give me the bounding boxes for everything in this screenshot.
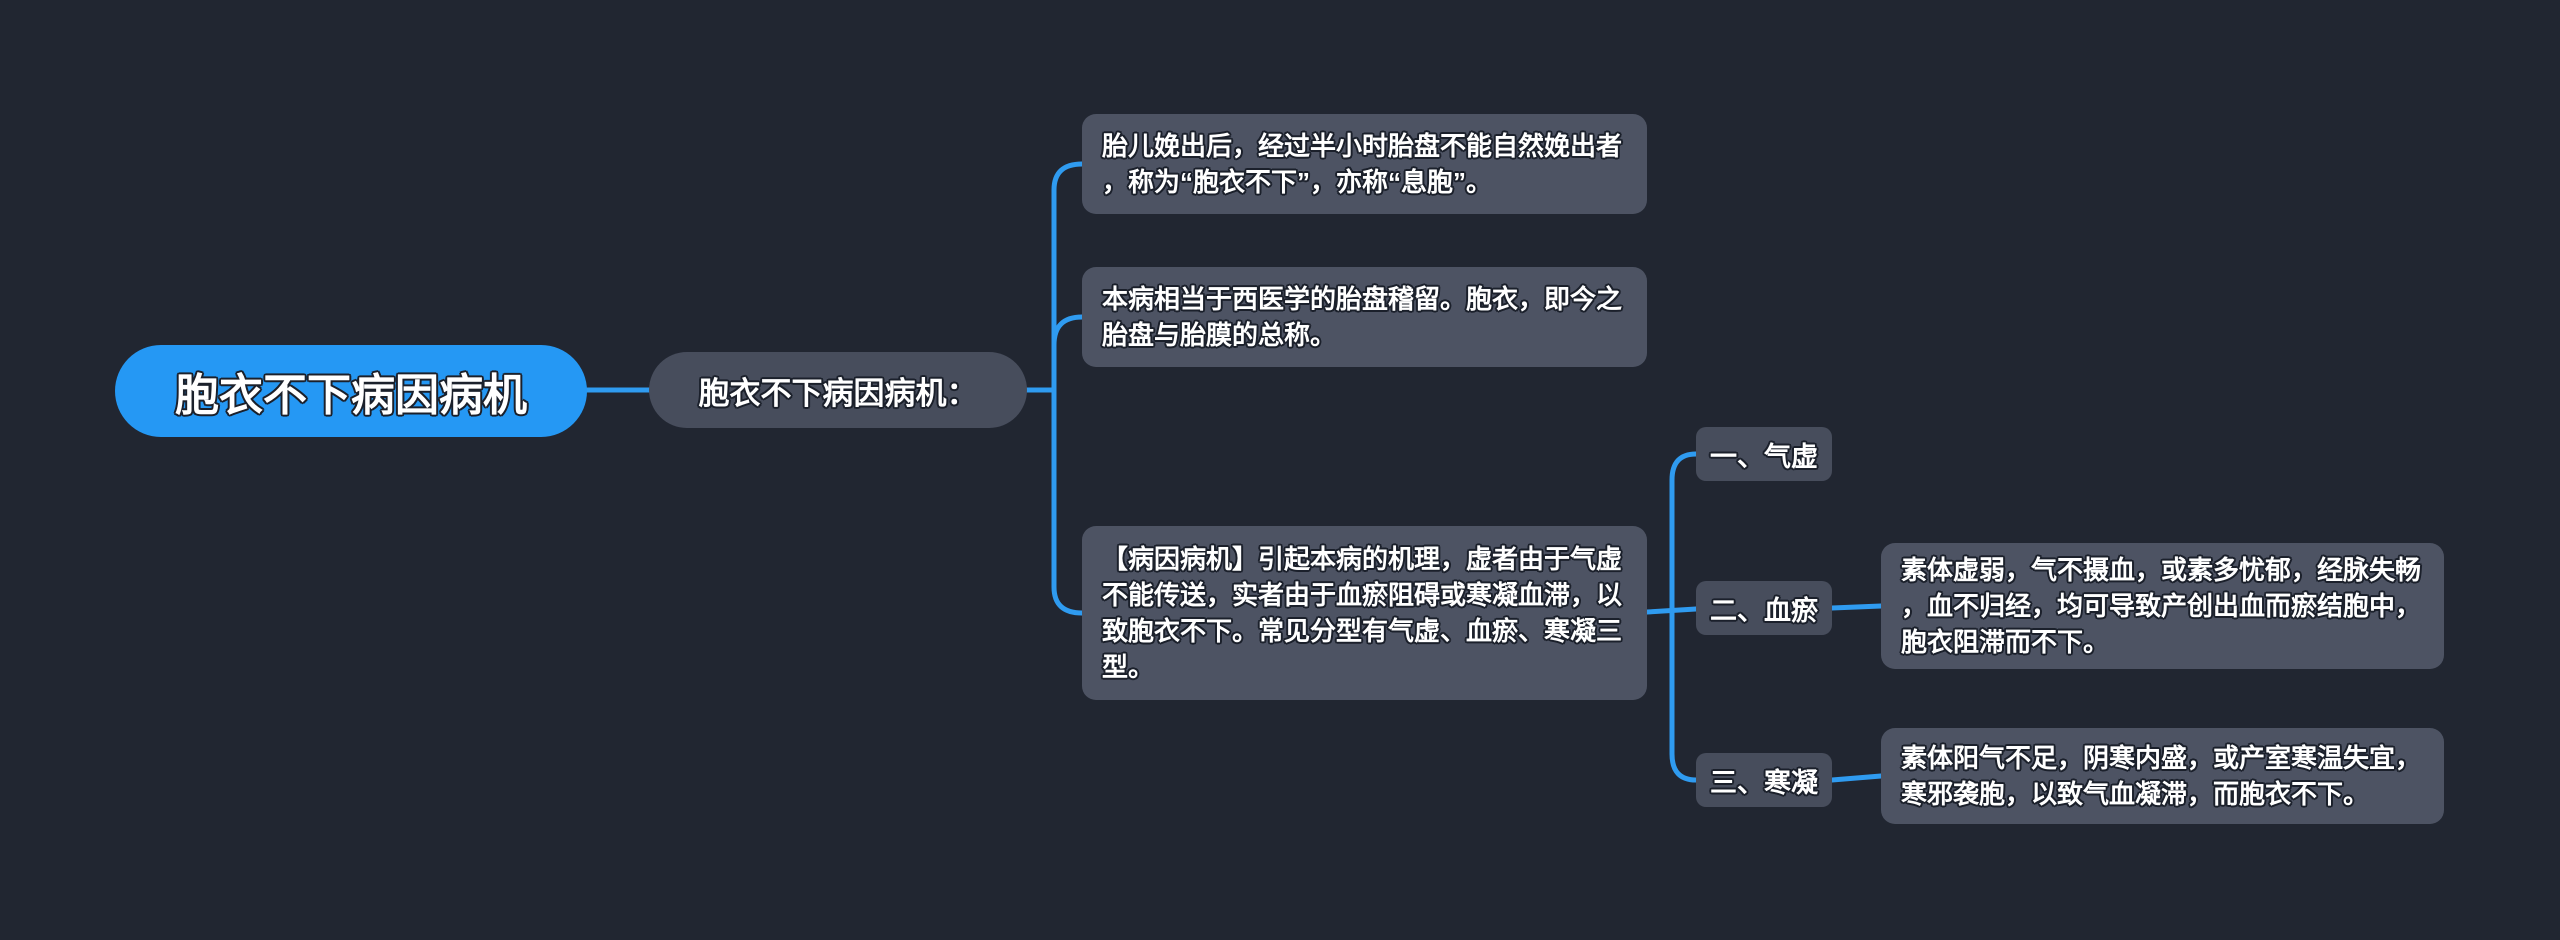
branch-note-western-medicine-text: 本病相当于西医学的胎盘稽留。胞衣，即今之胎盘与胎膜的总称。	[1102, 284, 1623, 350]
type-node-hanning-label: 三、寒凝	[1710, 767, 1818, 798]
detail-note-hanning[interactable]: 素体阳气不足，阴寒内盛，或产室寒温失宜，寒邪袭胞，以致气血凝滞，而胞衣不下。	[1881, 728, 2444, 824]
branch-note-western-medicine[interactable]: 本病相当于西医学的胎盘稽留。胞衣，即今之胎盘与胎膜的总称。	[1082, 267, 1647, 367]
detail-note-xueyu-text: 素体虚弱，气不摄血，或素多忧郁，经脉失畅，血不归经，均可导致产创出血而瘀结胞中，…	[1901, 555, 2422, 657]
branch-note-pathogenesis[interactable]: 【病因病机】引起本病的机理，虚者由于气虚不能传送，实者由于血瘀阻碍或寒凝血滞，以…	[1082, 526, 1647, 700]
type-node-qixu[interactable]: 一、气虚	[1696, 427, 1832, 481]
detail-note-hanning-text: 素体阳气不足，阴寒内盛，或产室寒温失宜，寒邪袭胞，以致气血凝滞，而胞衣不下。	[1901, 743, 2422, 809]
root-node-label: 胞衣不下病因病机	[175, 371, 527, 420]
link-trunk-2	[1669, 451, 1699, 783]
root-node[interactable]: 胞衣不下病因病机	[115, 345, 587, 437]
branch-note-definition-text: 胎儿娩出后，经过半小时胎盘不能自然娩出者，称为“胞衣不下”，亦称“息胞”。	[1102, 131, 1623, 197]
topic-node[interactable]: 胞衣不下病因病机：	[649, 352, 1027, 428]
link-hanning-to-detail	[1829, 773, 1884, 783]
branch-note-pathogenesis-text: 【病因病机】引起本病的机理，虚者由于气虚不能传送，实者由于血瘀阻碍或寒凝血滞，以…	[1102, 544, 1623, 682]
link-trunk-1	[1051, 161, 1085, 616]
type-node-qixu-label: 一、气虚	[1710, 441, 1818, 472]
detail-note-xueyu[interactable]: 素体虚弱，气不摄血，或素多忧郁，经脉失畅，血不归经，均可导致产创出血而瘀结胞中，…	[1881, 543, 2444, 669]
type-node-hanning[interactable]: 三、寒凝	[1696, 753, 1832, 807]
link-xueyu-to-detail	[1829, 603, 1884, 611]
branch-note-definition[interactable]: 胎儿娩出后，经过半小时胎盘不能自然娩出者，称为“胞衣不下”，亦称“息胞”。	[1082, 114, 1647, 214]
type-node-xueyu[interactable]: 二、血瘀	[1696, 581, 1832, 635]
type-node-xueyu-label: 二、血瘀	[1710, 595, 1818, 626]
topic-node-label: 胞衣不下病因病机：	[698, 375, 978, 411]
link-branch-2	[1051, 314, 1085, 348]
